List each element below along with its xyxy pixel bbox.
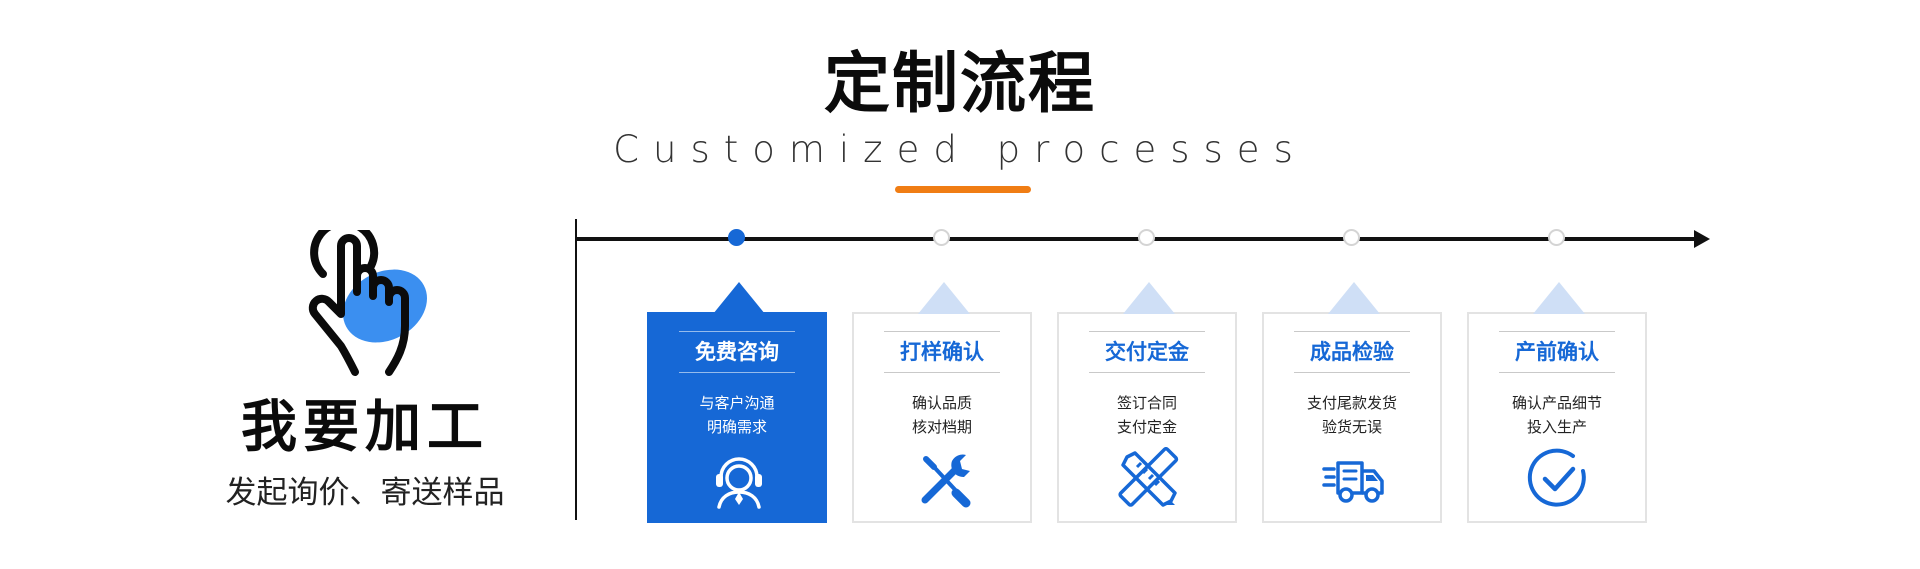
step-title: 产前确认	[1499, 331, 1615, 373]
delivery-truck-icon	[1322, 461, 1384, 503]
step-description: 确认产品细节 投入生产	[1469, 391, 1645, 439]
process-step-card-2[interactable]: 打样确认 确认品质 核对档期	[852, 282, 1032, 523]
step-title: 免费咨询	[679, 331, 795, 373]
step-line: 验货无误	[1321, 418, 1382, 436]
tap-hand-icon	[308, 230, 428, 376]
page-title: 定制流程	[824, 45, 1096, 122]
step-line: 核对档期	[911, 418, 972, 436]
step-description: 支付尾款发货 验货无误	[1264, 391, 1440, 439]
card-pointer	[713, 282, 765, 314]
headset-icon	[716, 457, 762, 509]
step-line: 投入生产	[1526, 418, 1587, 436]
step-title: 交付定金	[1089, 331, 1205, 373]
step-description: 签订合同 支付定金	[1059, 391, 1235, 439]
process-step-card-3[interactable]: 交付定金 签订合同 支付定金	[1057, 282, 1237, 523]
title-underline	[895, 186, 1031, 193]
card-pointer	[1328, 282, 1380, 314]
step-line: 签订合同	[1116, 394, 1177, 412]
step-line: 明确需求	[706, 418, 767, 436]
timeline-dot-4	[1343, 229, 1360, 246]
timeline-arrow-icon	[1694, 230, 1710, 248]
step-description: 确认品质 核对档期	[854, 391, 1030, 439]
step-line: 支付定金	[1116, 418, 1177, 436]
ruler-pencil-icon	[1118, 447, 1179, 507]
step-description: 与客户沟通 明确需求	[649, 391, 825, 439]
step-title: 成品检验	[1294, 331, 1410, 373]
timeline-dot-1	[728, 229, 745, 246]
process-step-card-4[interactable]: 成品检验 支付尾款发货 验货无误	[1262, 282, 1442, 523]
hand-backdrop	[342, 269, 428, 343]
timeline-axis	[575, 237, 1700, 241]
page-subtitle: Customized processes	[613, 128, 1307, 171]
timeline-start-line	[575, 219, 577, 520]
card-pointer	[918, 282, 970, 314]
process-step-card-1[interactable]: 免费咨询 与客户沟通 明确需求	[647, 282, 827, 523]
timeline-dot-3	[1138, 229, 1155, 246]
intro-title: 我要加工	[241, 395, 489, 460]
step-title: 打样确认	[884, 331, 1000, 373]
intro-subtitle: 发起询价、寄送样品	[225, 475, 505, 511]
step-line: 支付尾款发货	[1306, 394, 1397, 412]
check-circle-icon	[1527, 448, 1586, 507]
card-pointer	[1533, 282, 1585, 314]
process-step-card-5[interactable]: 产前确认 确认产品细节 投入生产	[1467, 282, 1647, 523]
card-pointer	[1123, 282, 1175, 314]
wrench-screwdriver-icon	[921, 454, 971, 508]
timeline-dot-2	[933, 229, 950, 246]
timeline-dot-5	[1548, 229, 1565, 246]
step-line: 与客户沟通	[699, 394, 775, 412]
step-line: 确认产品细节	[1511, 394, 1602, 412]
step-line: 确认品质	[911, 394, 972, 412]
